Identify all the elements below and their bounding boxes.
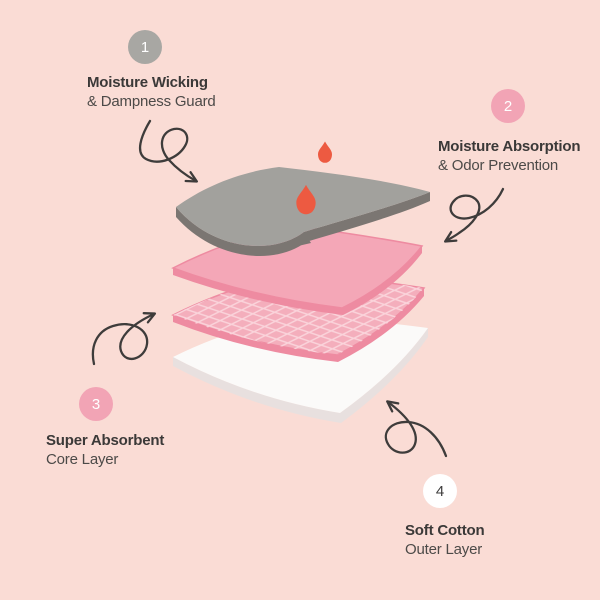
callout-arrows: [91, 119, 505, 458]
callout-title: Super Absorbent: [46, 432, 165, 449]
callout-super-absorbent: Super Absorbent Core Layer: [46, 431, 164, 469]
arrow-to-absorption-layer: [443, 187, 505, 243]
arrow-to-core-layer: [91, 312, 157, 366]
step-badge-2: 2: [491, 89, 525, 123]
core-layer-edge: [173, 288, 424, 362]
droplet-large-icon: [296, 184, 316, 215]
liquid-droplets: [296, 141, 332, 215]
callout-subtitle: Core Layer: [46, 451, 119, 468]
callout-subtitle: & Odor Prevention: [438, 157, 558, 174]
droplet-small-icon: [318, 141, 332, 163]
callout-subtitle: & Dampness Guard: [87, 93, 216, 110]
callout-moisture-absorption: Moisture Absorption & Odor Prevention: [438, 137, 581, 175]
arrow-to-wicking-layer: [138, 119, 199, 183]
arrow-to-outer-layer: [384, 400, 448, 458]
step-badge-4: 4: [423, 474, 457, 508]
callout-soft-cotton: Soft Cotton Outer Layer: [405, 521, 485, 559]
wicking-layer-fold: [285, 232, 311, 249]
callout-moisture-wicking: Moisture Wicking & Dampness Guard: [87, 73, 216, 111]
step-badge-3: 3: [79, 387, 113, 421]
callout-title: Moisture Wicking: [87, 74, 208, 91]
soft-cotton-layer-edge: [173, 328, 428, 423]
callout-subtitle: Outer Layer: [405, 541, 483, 558]
callout-title: Soft Cotton: [405, 522, 485, 539]
step-badge-1: 1: [128, 30, 162, 64]
callout-title: Moisture Absorption: [438, 138, 581, 155]
